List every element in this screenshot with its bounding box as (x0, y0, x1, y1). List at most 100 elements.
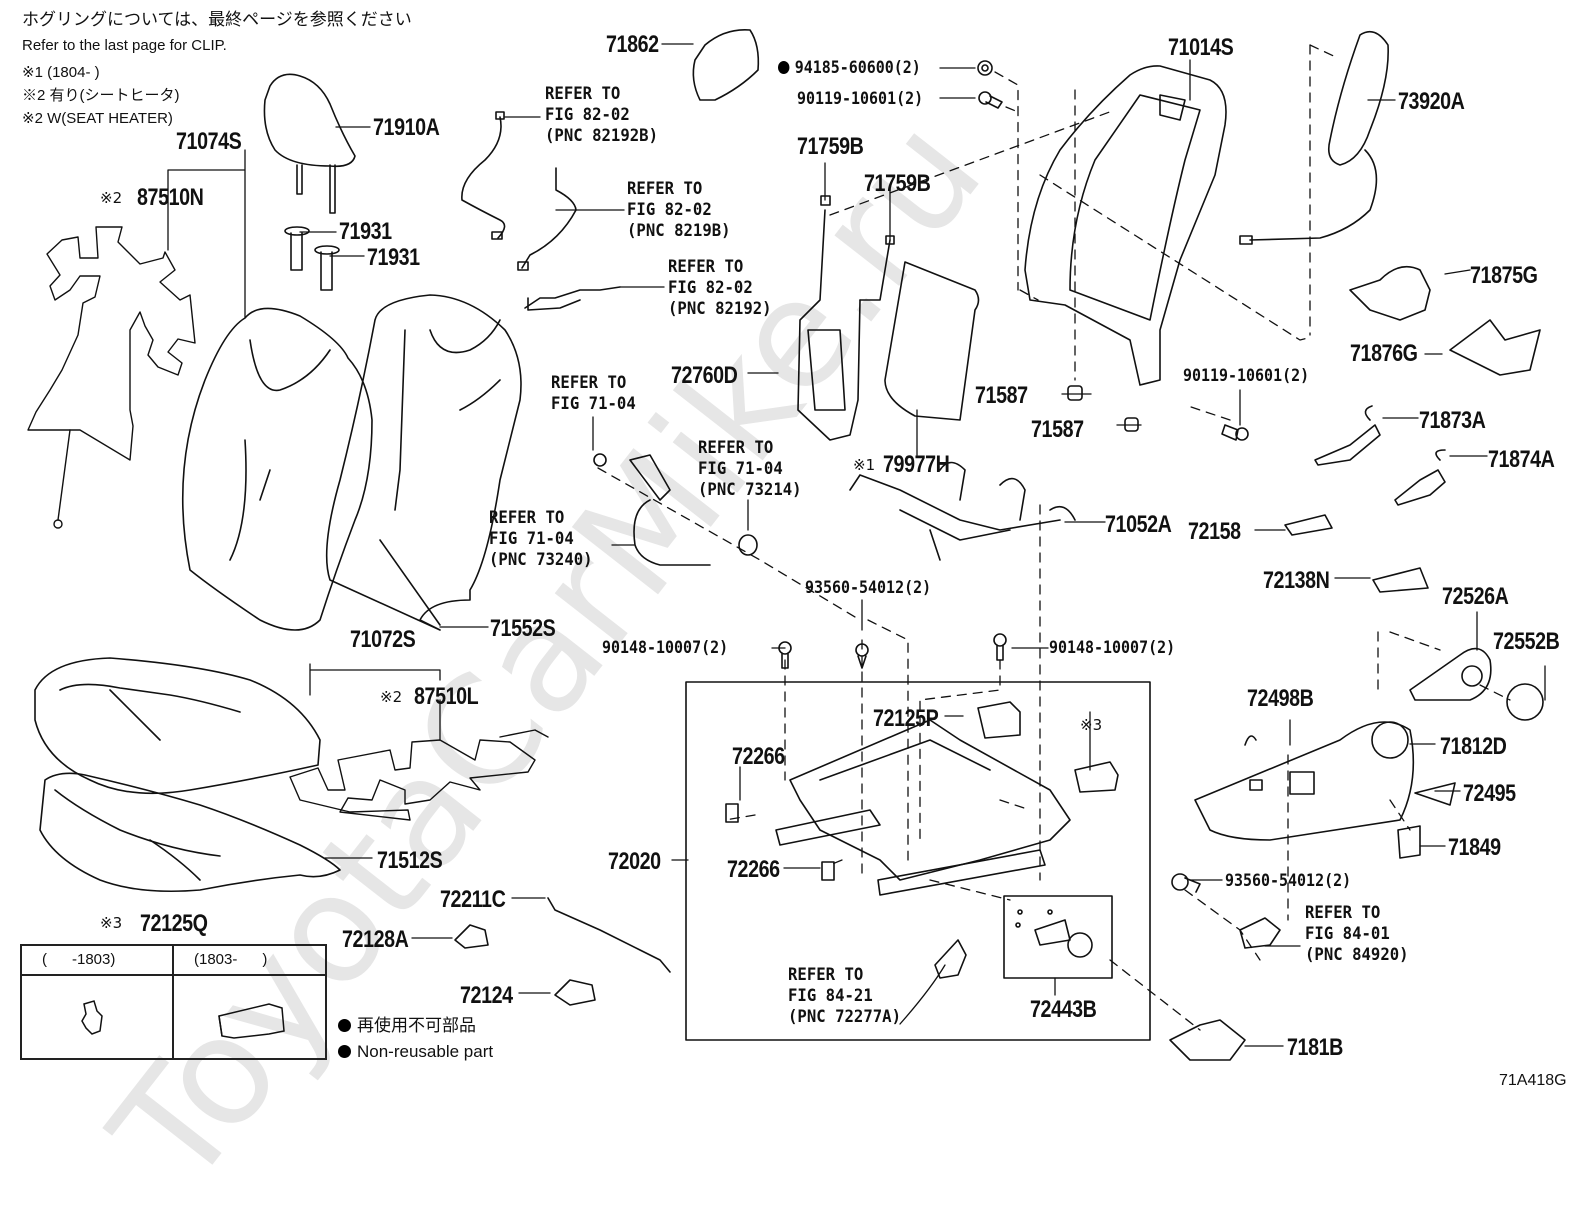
label-71512S[interactable]: 71512S (377, 847, 443, 874)
ref-pnc-73214[interactable]: REFER TO FIG 71-04 (PNC 73214) (698, 438, 802, 500)
cover-71874A (1394, 449, 1446, 506)
label-71910A[interactable]: 71910A (373, 114, 440, 141)
legend-nonreusable-en: Non-reusable part (338, 1043, 493, 1060)
label-72552B[interactable]: 72552B (1493, 628, 1560, 655)
label-72266-upper[interactable]: 72266 (732, 743, 785, 770)
cover-71875G (1349, 265, 1431, 321)
legend-jp-text: 再使用不可部品 (357, 1016, 476, 1035)
cover-72495 (1414, 782, 1456, 806)
legend-nonreusable-jp: 再使用不可部品 (338, 1017, 476, 1034)
ref-fig-71-04[interactable]: REFER TO FIG 71-04 (551, 373, 636, 414)
label-72443B[interactable]: 72443B (1030, 996, 1097, 1023)
label-71931-upper[interactable]: 71931 (339, 218, 392, 245)
cover-71873A (1314, 405, 1381, 466)
label-71874A[interactable]: 71874A (1488, 446, 1555, 473)
label-71759B-left[interactable]: 71759B (797, 133, 864, 160)
label-71587-upper[interactable]: 71587 (975, 382, 1028, 409)
label-71849[interactable]: 71849 (1448, 834, 1501, 861)
label-90148-10007-right[interactable]: 90148-10007(2) (1049, 638, 1176, 658)
label-71876G[interactable]: 71876G (1350, 340, 1418, 367)
ref-pnc-72277A[interactable]: REFER TO FIG 84-21 (PNC 72277A) (788, 965, 902, 1027)
label-93560-54012-upper[interactable]: 93560-54012(2) (805, 578, 932, 598)
label-72138N[interactable]: 72138N (1263, 567, 1330, 594)
panel-79977H (884, 261, 980, 421)
label-71552S[interactable]: 71552S (490, 615, 556, 642)
lumbar-support-72760D (797, 195, 895, 441)
screw-90148-10007-right (993, 633, 1007, 661)
cover-71849 (1397, 825, 1421, 859)
label-87510N[interactable]: 87510N (137, 184, 204, 211)
seat-belt-buckle (593, 453, 758, 566)
cover-72158 (1284, 514, 1333, 536)
label-79977H[interactable]: 79977H (883, 451, 950, 478)
headrest-71910A (263, 73, 356, 214)
ref-pnc-82192B[interactable]: REFER TO FIG 82-02 (PNC 82192B) (545, 84, 659, 146)
label-87510L[interactable]: 87510L (414, 683, 479, 710)
label-90119-10601-upper[interactable]: 90119-10601(2) (797, 89, 924, 109)
label-72526A[interactable]: 72526A (1442, 583, 1509, 610)
label-72020[interactable]: 72020 (608, 848, 661, 875)
clip-72266 (725, 803, 835, 881)
harness-8219B (517, 167, 577, 271)
label-87510L-mark: ※2 (380, 688, 403, 706)
label-72211C[interactable]: 72211C (440, 886, 506, 913)
note-clip-jp: ホグリングについては、最終ページを参照ください (22, 10, 412, 29)
bracket-mark3 (1074, 761, 1119, 793)
back-panel-71862 (692, 28, 760, 101)
knob-72526A (1409, 647, 1492, 701)
label-71931-lower[interactable]: 71931 (367, 244, 420, 271)
label-71072S[interactable]: 71072S (350, 626, 416, 653)
label-71052A[interactable]: 71052A (1105, 511, 1172, 538)
label-72498B[interactable]: 72498B (1247, 685, 1314, 712)
label-71014S[interactable]: 71014S (1168, 34, 1234, 61)
label-71812D[interactable]: 71812D (1440, 733, 1507, 760)
label-90148-10007-left[interactable]: 90148-10007(2) (602, 638, 729, 658)
clip-table-cell-old (22, 976, 174, 1058)
harness-82192 (524, 286, 621, 311)
label-72760D[interactable]: 72760D (671, 362, 738, 389)
figure-code: 71A418G (1499, 1072, 1567, 1089)
bracket-72125P (977, 701, 1021, 739)
label-90119-10601-lower[interactable]: 90119-10601(2) (1183, 366, 1310, 386)
cover-7181B (1169, 1019, 1246, 1061)
label-94185-60600-text: 94185-60600(2) (794, 58, 921, 78)
label-72124[interactable]: 72124 (460, 982, 513, 1009)
label-71873A[interactable]: 71873A (1419, 407, 1486, 434)
label-71759B-right[interactable]: 71759B (864, 170, 931, 197)
label-73920A[interactable]: 73920A (1398, 88, 1465, 115)
ref-pnc-84920[interactable]: REFER TO FIG 84-01 (PNC 84920) (1305, 903, 1409, 965)
label-72128A[interactable]: 72128A (342, 926, 409, 953)
parts-diagram: ToyotaCarMike.ru (20, 10, 1567, 1217)
label-72495[interactable]: 72495 (1463, 780, 1516, 807)
label-7181B[interactable]: 7181B (1287, 1034, 1343, 1061)
clip-table-mark: ※3 (100, 914, 123, 932)
label-71875G[interactable]: 71875G (1470, 262, 1538, 289)
ref-pnc-82192[interactable]: REFER TO FIG 82-02 (PNC 82192) (668, 257, 772, 319)
label-72125P[interactable]: 72125P (873, 705, 939, 732)
ref-pnc-73240[interactable]: REFER TO FIG 71-04 (PNC 73240) (489, 508, 593, 570)
seatback-frame-71014S (1024, 65, 1227, 386)
hook-72498B (1244, 735, 1257, 746)
cover-72128A (454, 924, 489, 949)
ref-pnc-8219B[interactable]: REFER TO FIG 82-02 (PNC 8219B) (627, 179, 731, 241)
spring-71052A (849, 461, 1076, 561)
non-reusable-dot-icon (778, 61, 790, 74)
clip-table-title[interactable]: 72125Q (140, 910, 208, 937)
label-72158[interactable]: 72158 (1188, 518, 1241, 545)
label-mark3: ※3 (1080, 716, 1103, 734)
label-71587-lower[interactable]: 71587 (1031, 416, 1084, 443)
bolt-90119-10601 (978, 91, 1003, 109)
clip-old-icon (81, 1000, 103, 1035)
nut-94185-60600 (977, 60, 993, 76)
non-reusable-dot-icon (338, 1045, 351, 1058)
note-mark2-jp: ※2 有り(シートヒータ) (22, 87, 180, 104)
sensor-84920 (1239, 917, 1281, 949)
label-94185-60600[interactable]: 94185-60600(2) (778, 60, 921, 77)
label-71862[interactable]: 71862 (606, 31, 659, 58)
label-72266-lower[interactable]: 72266 (727, 856, 780, 883)
label-93560-54012-lower[interactable]: 93560-54012(2) (1225, 871, 1352, 891)
label-71074S[interactable]: 71074S (176, 128, 242, 155)
heater-mat-87510L (289, 729, 549, 821)
clip-new-icon (218, 1003, 285, 1039)
cover-72124 (554, 979, 596, 1006)
